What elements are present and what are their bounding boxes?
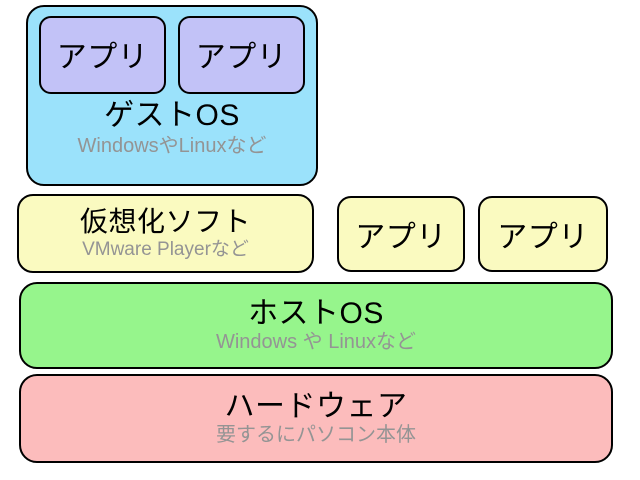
hardware-subtitle: 要するにパソコン本体 [216,424,416,447]
guest-app-box-2: アプリ [178,16,305,94]
guest-os-title: ゲストOS [104,99,240,132]
host-os-box: ホストOS Windows や Linuxなど [19,282,613,369]
virtualization-software-subtitle: VMware Playerなど [82,238,249,260]
hardware-box: ハードウェア 要するにパソコン本体 [19,374,613,463]
host-app-box-2: アプリ [478,196,608,272]
guest-app-label-2: アプリ [195,41,288,75]
virtualization-software-box: 仮想化ソフト VMware Playerなど [17,194,314,273]
host-os-subtitle: Windows や Linuxなど [215,331,417,354]
host-os-title: ホストOS [248,296,384,330]
guest-app-row: アプリ アプリ [28,16,316,94]
host-app-box-1: アプリ [337,196,465,272]
virtualization-software-title: 仮想化ソフト [79,206,251,238]
guest-os-subtitle: WindowsやLinuxなど [77,134,267,157]
guest-app-box-1: アプリ [39,16,166,94]
guest-os-box: アプリ アプリ ゲストOS WindowsやLinuxなど [26,5,318,186]
host-app-label-2: アプリ [497,221,589,254]
hardware-title: ハードウェア [224,389,408,423]
guest-app-label-1: アプリ [56,41,149,75]
host-app-label-1: アプリ [355,221,447,254]
